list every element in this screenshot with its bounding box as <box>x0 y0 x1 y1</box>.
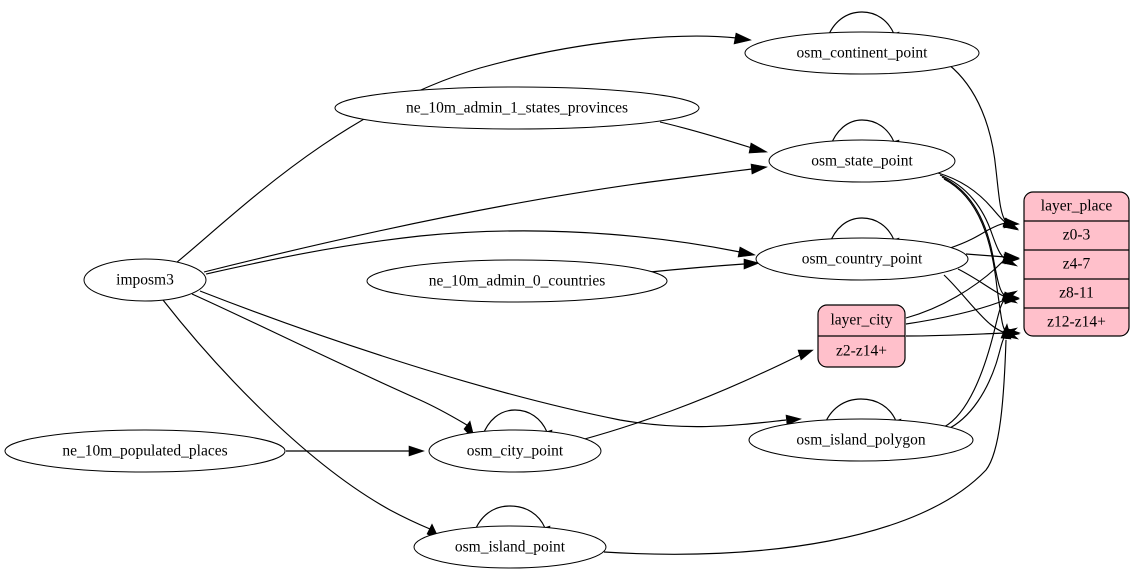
edge-imposm3-to-osm-continent-point <box>175 32 752 264</box>
edge-imposm3-to-osm-island-polygon <box>199 290 802 428</box>
edge-osm-city-point-to-layer-city-z2-z14 <box>580 349 814 441</box>
edge-imposm3-to-osm-country-point <box>205 230 756 275</box>
record-node-layer-city[interactable]: layer_city z2-z14+ <box>817 304 906 368</box>
node-osm-country-point[interactable]: osm_country_point <box>755 237 969 281</box>
edge-ne-states-to-osm-state-point <box>659 121 769 154</box>
edge-ne-countries-to-osm-country-point <box>649 258 760 273</box>
edge-osm-island-point-to-layer-place-z12-z14 <box>603 323 1012 555</box>
node-osm-island-polygon[interactable]: osm_island_polygon <box>748 418 974 462</box>
node-ne-10m-admin-0-countries[interactable]: ne_10m_admin_0_countries <box>366 259 668 303</box>
node-osm-state-point[interactable]: osm_state_point <box>768 139 956 183</box>
edge-layer <box>162 11 1021 555</box>
node-osm-island-point[interactable]: osm_island_point <box>413 525 607 569</box>
node-imposm3[interactable]: imposm3 <box>83 258 207 302</box>
node-osm-continent-point[interactable]: osm_continent_point <box>744 31 980 75</box>
edge-osm-continent-point-to-layer-place-z0-3 <box>947 63 1019 230</box>
edge-osm-island-polygon-to-layer-place-z8-11 <box>943 290 1018 428</box>
edge-ne-populated-to-osm-city-point <box>286 445 425 457</box>
node-ne-10m-populated-places[interactable]: ne_10m_populated_places <box>4 429 286 473</box>
edge-osm-country-point-to-layer-place-z0-3 <box>949 217 1020 249</box>
record-node-layer-place[interactable]: layer_place z0-3 z4-7 z8-11 z12-z14+ <box>1023 191 1130 337</box>
node-osm-city-point[interactable]: osm_city_point <box>428 429 602 473</box>
edge-layer-city-to-layer-place-z4-7 <box>905 253 1020 319</box>
node-layer: imposm3 ne_10m_admin_1_states_provinces … <box>4 31 980 569</box>
node-ne-10m-admin-1-states-provinces[interactable]: ne_10m_admin_1_states_provinces <box>334 86 700 130</box>
edge-imposm3-to-osm-island-point <box>162 299 441 542</box>
edge-imposm3-to-osm-city-point <box>191 293 476 442</box>
edge-imposm3-to-osm-state-point <box>203 163 768 273</box>
